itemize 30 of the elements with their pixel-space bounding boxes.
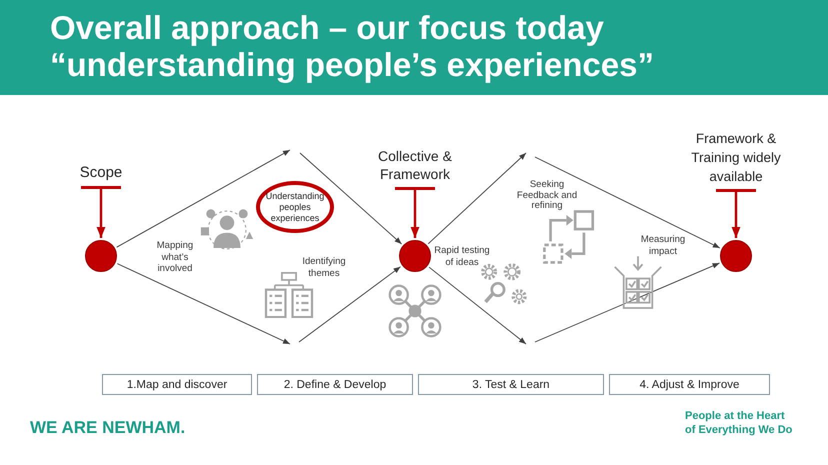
tagline-text: People at the Heart of Everything We Do — [685, 409, 794, 437]
slogan-text: WE ARE NEWHAM. — [30, 418, 186, 438]
arrow — [534, 262, 720, 342]
milestone-circle — [720, 240, 752, 272]
arrow — [534, 156, 720, 248]
slide-title: Overall approach – our focus today “understanding people’s experiences” — [50, 9, 655, 83]
arrow — [395, 187, 435, 238]
stage-box: 1.Map and discover — [102, 374, 252, 395]
milestone-label: Scope — [75, 162, 127, 183]
step-note: Measuring impact — [640, 234, 686, 257]
step-note: Identifying themes — [301, 256, 347, 279]
stage-box: 4. Adjust & Improve — [609, 374, 770, 395]
stage-box: 2. Define & Develop — [257, 374, 413, 395]
milestone-label: Framework & Training widely available — [680, 129, 792, 186]
arrow — [298, 266, 401, 342]
arrow — [428, 152, 526, 244]
step-note: Mapping what’s involved — [156, 240, 194, 274]
arrow — [428, 266, 526, 344]
step-note: Rapid testing of ideas — [433, 245, 491, 268]
step-note: Seeking Feedback and refining — [516, 180, 578, 212]
milestone-circle — [399, 240, 431, 272]
arrow — [116, 150, 290, 248]
arrow — [300, 152, 402, 244]
arrow — [81, 186, 121, 238]
arrow — [116, 263, 290, 344]
milestone-label: Collective & Framework — [368, 146, 462, 184]
arrow — [716, 189, 756, 238]
milestone-circle — [85, 240, 117, 272]
stage-box: 3. Test & Learn — [418, 374, 604, 395]
highlight-ellipse: Understanding peoples experiences — [256, 181, 334, 233]
